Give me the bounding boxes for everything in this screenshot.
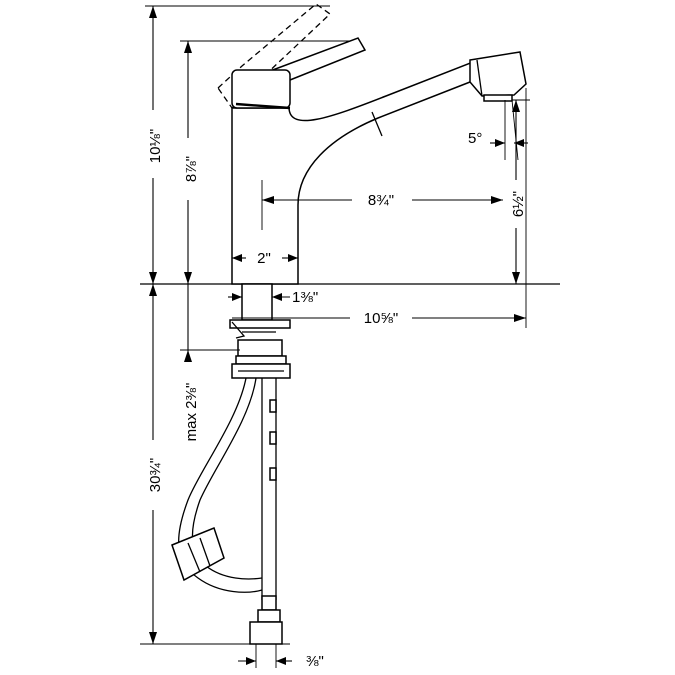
label-reach: 8¾" bbox=[368, 192, 394, 209]
supply-nut-lower bbox=[249, 621, 283, 645]
dim-spout-height bbox=[184, 41, 192, 284]
label-total-height: 10⅛" bbox=[147, 129, 164, 164]
cap-ring bbox=[235, 102, 291, 110]
dim-deck-thickness bbox=[180, 284, 240, 362]
dim-aerator-height bbox=[512, 100, 520, 284]
spout-joint bbox=[371, 111, 383, 137]
spray-head bbox=[469, 51, 527, 102]
supply-nut-upper bbox=[261, 595, 277, 611]
label-shank-diameter: 1⅜" bbox=[292, 289, 318, 306]
dim-overall-length bbox=[232, 88, 527, 328]
label-overall-length: 10⅝" bbox=[364, 310, 399, 327]
hose-weight bbox=[171, 527, 225, 582]
dim-reach bbox=[261, 180, 503, 230]
label-base-diameter: 2" bbox=[257, 250, 271, 267]
label-spout-height: 8⅞" bbox=[183, 156, 200, 182]
label-connection-size: ⅜" bbox=[306, 653, 324, 670]
label-deck-thickness: max 2⅜" bbox=[183, 383, 200, 442]
pullout-hose bbox=[171, 377, 263, 593]
dim-shank-diameter bbox=[228, 293, 290, 301]
dim-spray-angle bbox=[490, 99, 528, 161]
label-spray-angle: 5° bbox=[468, 130, 482, 147]
supply-hose bbox=[249, 378, 283, 645]
label-hose-length: 30¾" bbox=[147, 458, 164, 493]
dim-total-height bbox=[149, 6, 157, 284]
dim-base-diameter bbox=[232, 254, 298, 262]
faucet-body bbox=[231, 58, 480, 285]
cartridge-cap bbox=[231, 69, 291, 109]
dim-connection-size bbox=[238, 644, 292, 668]
label-aerator-height: 6½" bbox=[510, 191, 527, 217]
dim-hose-length bbox=[140, 284, 290, 645]
mounting-shank bbox=[229, 283, 291, 379]
aerator bbox=[483, 94, 513, 102]
